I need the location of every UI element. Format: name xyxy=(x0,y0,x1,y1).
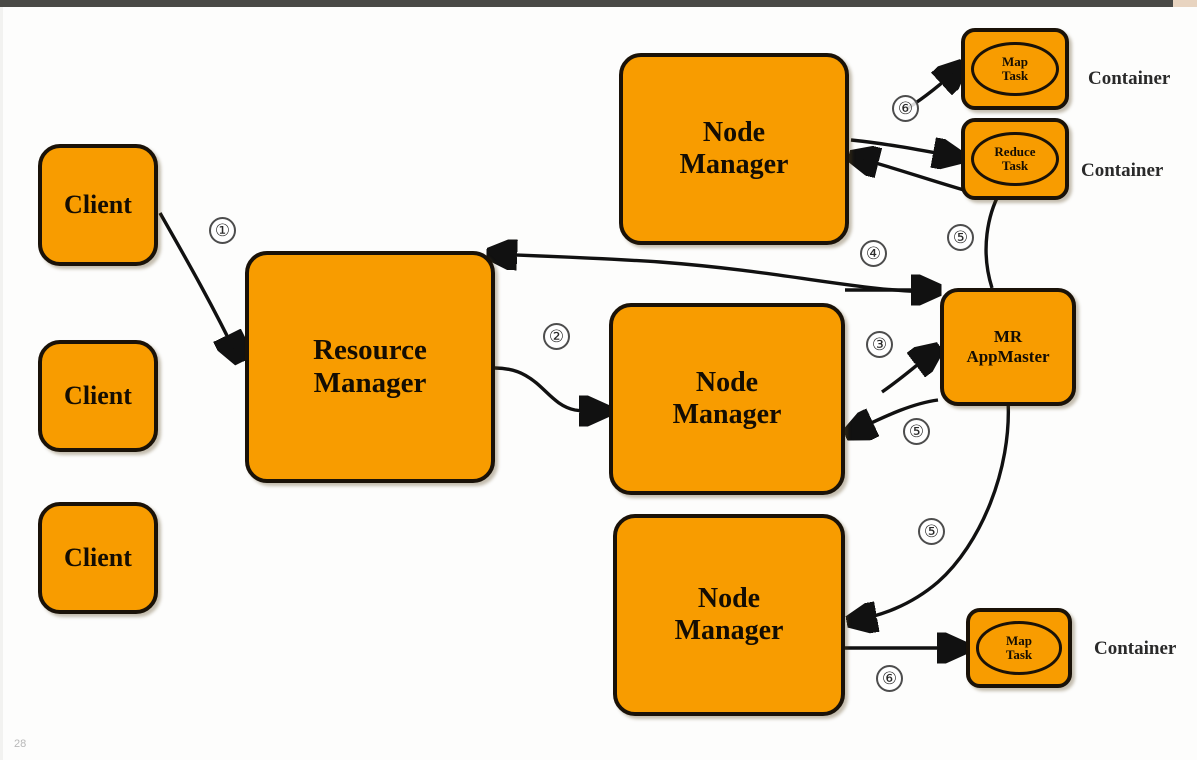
mr-appmaster-label-line2: AppMaster xyxy=(966,347,1050,366)
arrow-resource-manager-to-node-manager xyxy=(494,366,604,412)
step-marker-5a: ⑤ xyxy=(947,224,974,251)
step-marker-4: ④ xyxy=(860,240,887,267)
resource-manager-label: Resource Manager xyxy=(313,334,427,401)
slide-top-border xyxy=(0,0,1173,7)
mr-appmaster-label: MR AppMaster xyxy=(966,327,1049,366)
node-manager-box-top[interactable]: Node Manager xyxy=(619,53,849,245)
node-manager-label-line2: Manager xyxy=(672,399,782,430)
resource-manager-label-line1: Resource xyxy=(313,333,427,366)
client-box-2[interactable]: Client xyxy=(38,340,158,452)
node-manager-label-line1: Node xyxy=(702,116,766,148)
reduce-task-label-line2: Task xyxy=(1001,158,1029,173)
slide-top-border-right xyxy=(1173,0,1197,7)
mr-appmaster-box[interactable]: MR AppMaster xyxy=(940,288,1076,406)
container-box-reduce[interactable]: Reduce Task xyxy=(961,118,1069,200)
step-marker-5b: ⑤ xyxy=(903,418,930,445)
client-box-3[interactable]: Client xyxy=(38,502,158,614)
client-label: Client xyxy=(64,381,132,411)
step-marker-2: ② xyxy=(543,323,570,350)
reduce-task-label-line1: Reduce xyxy=(994,144,1036,160)
arrow-node-manager-to-appmaster xyxy=(881,350,936,394)
node-manager-label-line2: Manager xyxy=(679,149,789,180)
mr-appmaster-label-line1: MR xyxy=(993,327,1023,347)
container-box-map-top[interactable]: Map Task xyxy=(961,28,1069,110)
node-manager-box-middle[interactable]: Node Manager xyxy=(609,303,845,495)
node-manager-label-line2: Manager xyxy=(674,615,784,646)
node-manager-label: Node Manager xyxy=(680,117,789,181)
container-label-bottom: Container xyxy=(1094,638,1177,659)
page-number: 28 xyxy=(14,738,27,750)
arrow-appmaster-to-node-manager-bottom xyxy=(852,399,1011,621)
map-task-ellipse: Map Task xyxy=(971,41,1059,97)
client-label: Client xyxy=(64,543,132,573)
container-box-map-bottom[interactable]: Map Task xyxy=(966,608,1072,688)
container-label-reduce: Container xyxy=(1081,160,1164,181)
container-label-top: Container xyxy=(1088,68,1171,89)
arrow-node-manager-to-reduce-container xyxy=(850,140,958,157)
resource-manager-box[interactable]: Resource Manager xyxy=(245,251,495,483)
map-task-label-line2: Task xyxy=(1001,68,1029,83)
node-manager-label: Node Manager xyxy=(675,583,784,647)
map-task-label-line2: Task xyxy=(1005,646,1033,662)
arrow-appmaster-to-reduce-container xyxy=(984,191,1002,289)
slide-left-edge xyxy=(0,7,3,760)
node-manager-label-line1: Node xyxy=(697,582,761,614)
step-marker-6a: ⑥ xyxy=(892,95,919,122)
map-task-ellipse: Map Task xyxy=(975,621,1063,675)
map-task-label-line1: Map xyxy=(1005,633,1032,649)
client-label: Client xyxy=(64,190,132,220)
node-manager-label-line1: Node xyxy=(695,366,759,398)
node-manager-label: Node Manager xyxy=(673,367,782,431)
client-box-1[interactable]: Client xyxy=(38,144,158,266)
reduce-task-ellipse: Reduce Task xyxy=(971,131,1059,187)
step-marker-6b: ⑥ xyxy=(876,665,903,692)
map-task-label-line1: Map xyxy=(1002,54,1028,70)
node-manager-box-bottom[interactable]: Node Manager xyxy=(613,514,845,716)
resource-manager-label-line2: Manager xyxy=(313,367,427,399)
step-marker-5c: ⑤ xyxy=(918,518,945,545)
step-marker-3: ③ xyxy=(866,331,893,358)
step-marker-1: ① xyxy=(209,217,236,244)
